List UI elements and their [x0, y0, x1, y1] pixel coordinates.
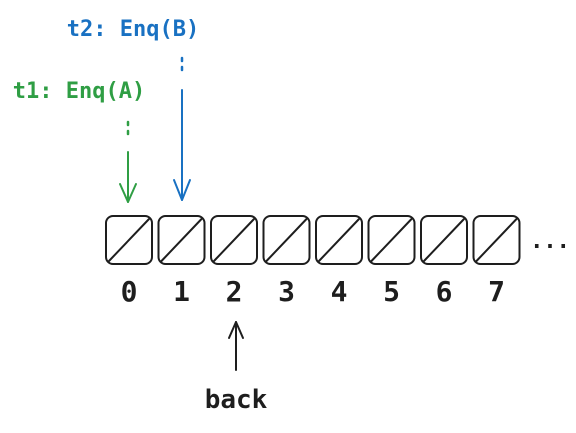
- queue-slot-index: 6: [436, 275, 453, 308]
- queue-slot-box: [262, 215, 311, 265]
- queue-slot-index: 1: [173, 275, 190, 308]
- queue-slot-box: [315, 215, 363, 265]
- queue-ellipsis: ...: [530, 229, 570, 254]
- queue-slot-empty-mark: [160, 218, 203, 262]
- queue-slot-box: [367, 215, 416, 265]
- queue-slot: 7: [472, 215, 521, 308]
- queue-slot-empty-mark: [213, 218, 255, 262]
- queue-slot-box: [105, 215, 153, 265]
- queue-slot-index: 3: [278, 275, 295, 308]
- queue-slot: 1: [157, 215, 206, 308]
- back-pointer: back: [205, 321, 268, 415]
- thread-t1-label: t1: Enq(A): [13, 79, 145, 104]
- queue-slot: 4: [315, 215, 363, 308]
- queue-slot-empty-mark: [423, 218, 465, 262]
- queue-slot: 5: [367, 215, 416, 308]
- back-arrow-head: [228, 321, 244, 339]
- queue-slot-empty-mark: [475, 218, 518, 262]
- queue-slot-index: 0: [121, 275, 138, 308]
- queue-slot-box: [157, 215, 206, 265]
- thread-t2-arrow-head: [173, 179, 191, 201]
- thread-t2-label: t2: Enq(B): [67, 17, 199, 42]
- queue-slot-empty-mark: [265, 218, 308, 262]
- queue-slot-empty-mark: [370, 218, 413, 262]
- queue-slot-empty-mark: [318, 218, 360, 262]
- queue-slot-index: 5: [383, 275, 400, 308]
- queue-slot-index: 7: [488, 275, 505, 308]
- queue-slots: 0 1 2 3 4 5 6 7: [105, 215, 521, 308]
- queue-slot-index: 2: [226, 275, 243, 308]
- queue-slot: 0: [105, 215, 153, 308]
- queue-slot-empty-mark: [108, 218, 150, 262]
- queue-slot: 3: [262, 215, 311, 308]
- queue-slot-box: [210, 215, 258, 265]
- queue-slot-index: 4: [331, 275, 348, 308]
- queue-slot: 6: [420, 215, 468, 308]
- queue-slot-box: [420, 215, 468, 265]
- queue-slot: 2: [210, 215, 258, 308]
- back-label: back: [205, 385, 268, 415]
- thread-t2: t2: Enq(B): [67, 17, 199, 201]
- thread-t1: t1: Enq(A): [13, 79, 145, 203]
- thread-t1-arrow-head: [119, 183, 137, 203]
- queue-slot-box: [472, 215, 521, 265]
